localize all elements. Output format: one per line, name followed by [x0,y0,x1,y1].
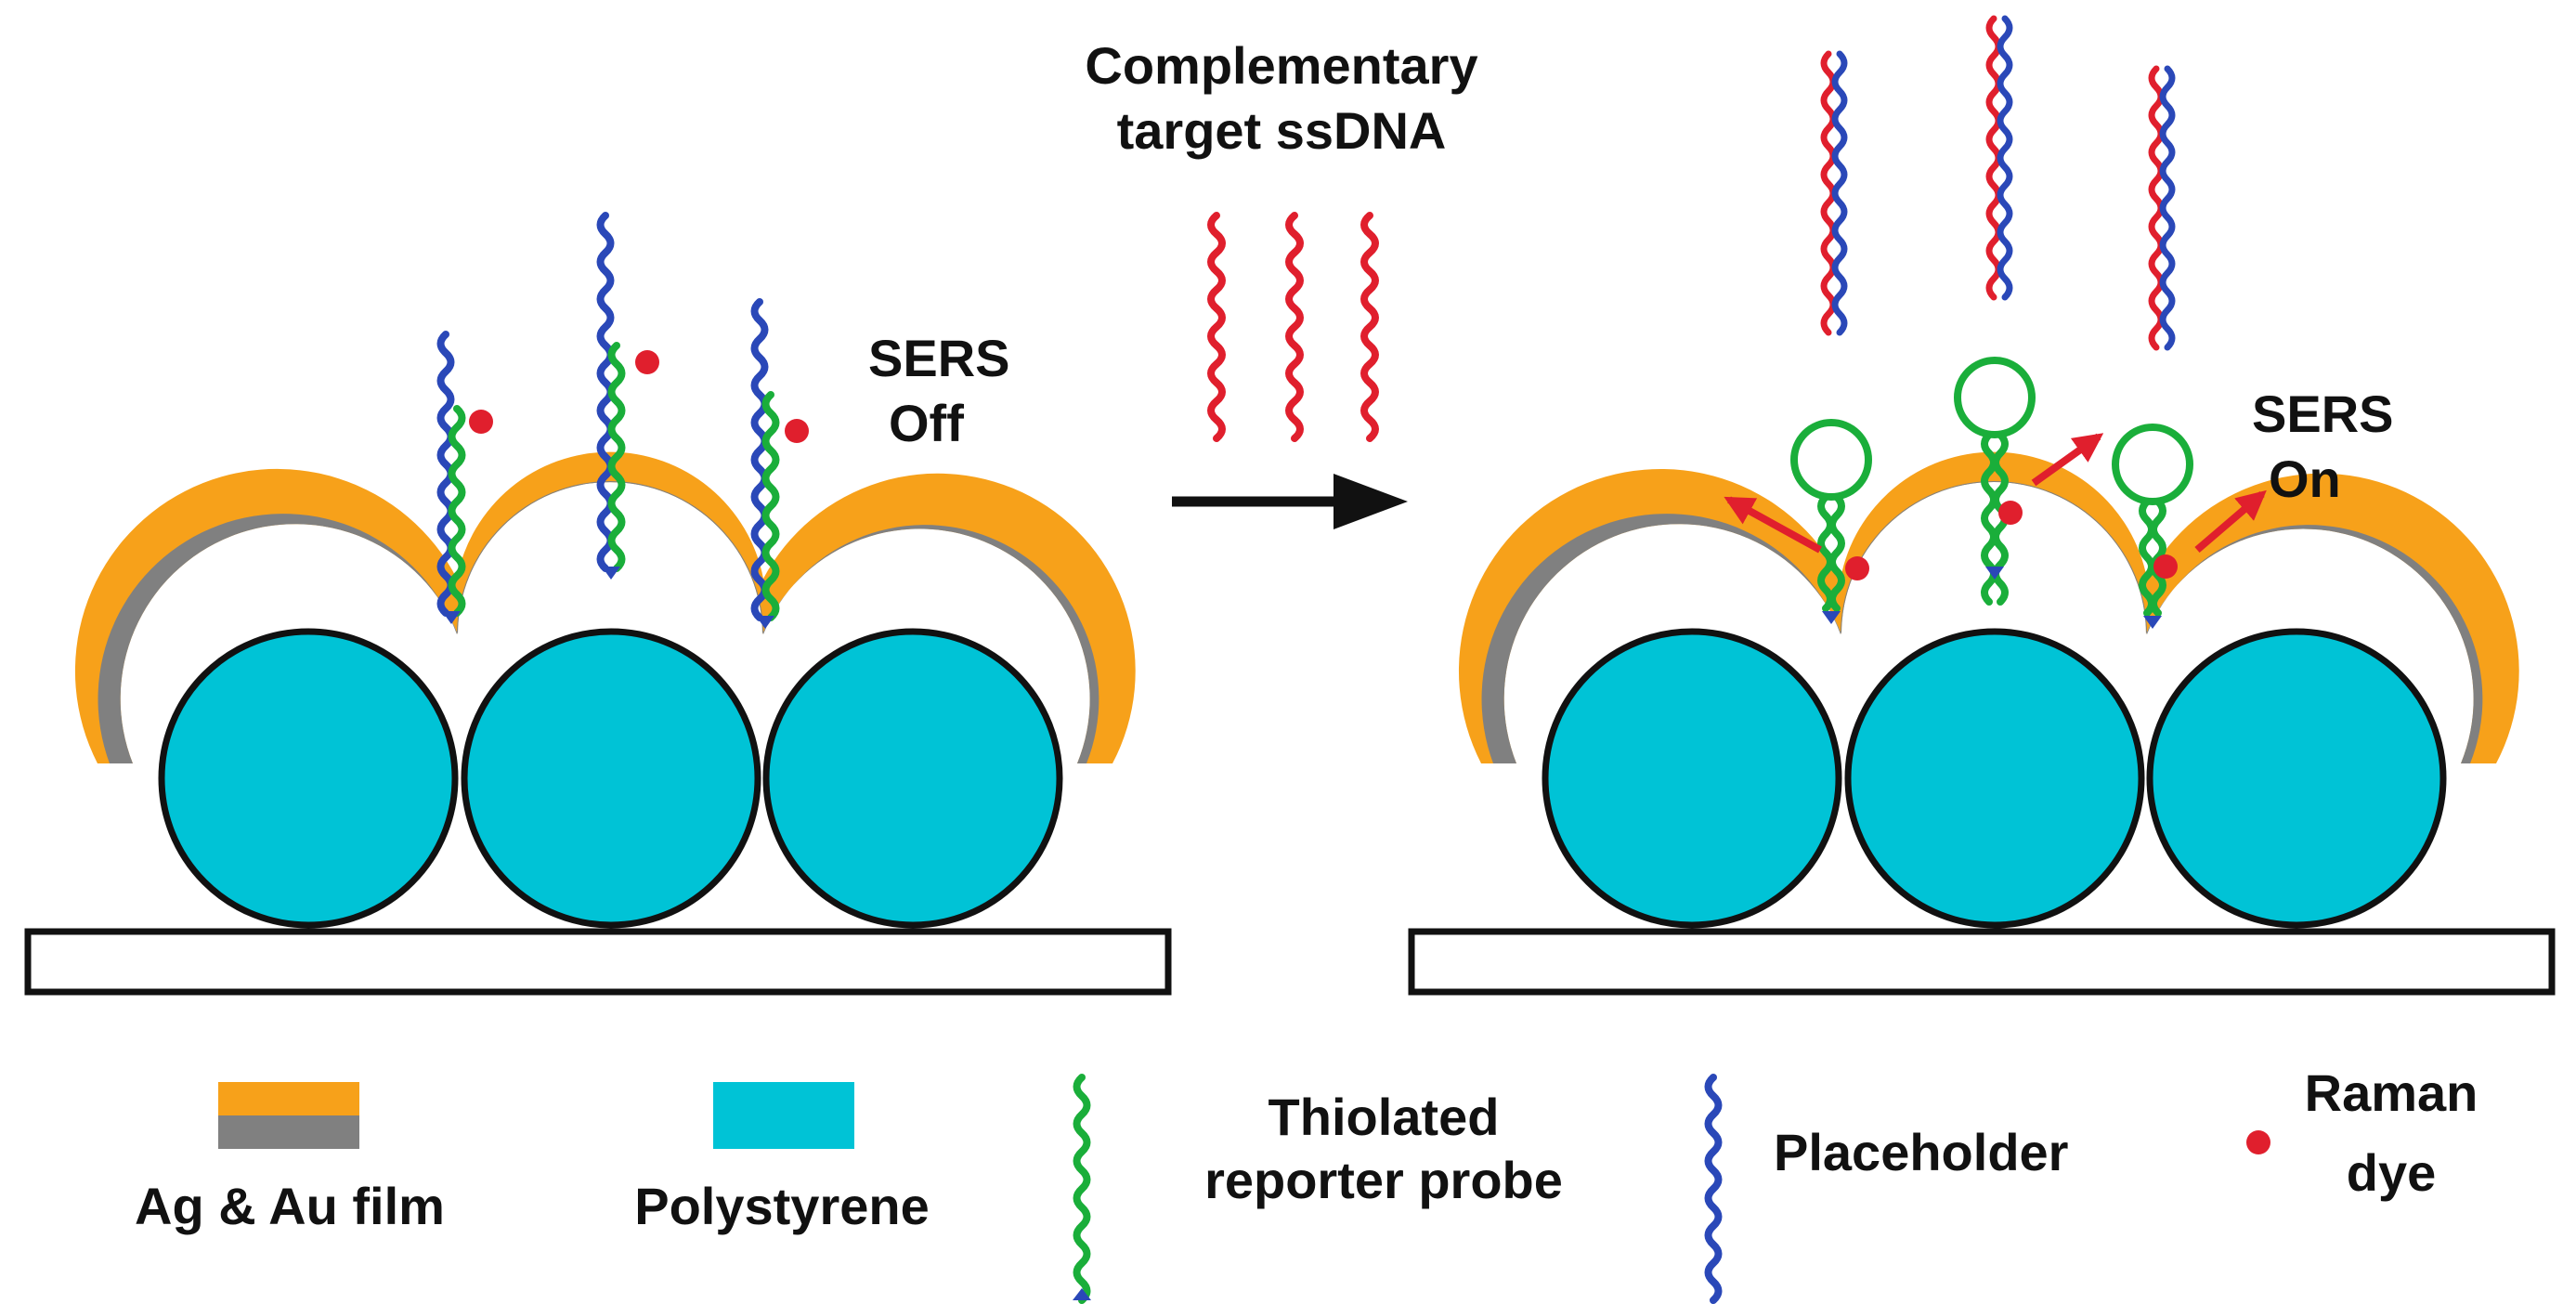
target-strand [1360,212,1379,442]
legend-label-dye-line2: dye [2347,1143,2437,1202]
raman-dye [2153,554,2178,579]
target-ssdna-group: Complementary target ssDNA [1085,36,1478,442]
legend-swatch-gold [218,1082,359,1115]
legend-swatch-polystyrene [713,1082,854,1149]
raman-dye [1845,556,1869,580]
raman-dye [635,350,659,374]
legend-item-raman-dye: Raman dye [2246,1063,2478,1202]
sers-on-label-line2: On [2269,450,2341,508]
target-ssdna-label-line2: target ssDNA [1117,101,1447,160]
legend-label-film: Ag & Au film [135,1177,445,1235]
raman-dyes-right [1845,501,2178,580]
sers-emission-arrow [2031,433,2104,487]
duplex-placeholder-strand [1831,50,1848,336]
legend-label-reporter-line1: Thiolated [1268,1088,1500,1146]
legend-item-reporter: Thiolated reporter probe [1073,1074,1563,1304]
legend-label-polystyrene: Polystyrene [634,1177,930,1235]
thiol-anchors-right [1822,567,2162,629]
raman-dye [1998,501,2023,525]
sers-on-label-line1: SERS [2252,385,2394,443]
legend-label-reporter-line2: reporter probe [1204,1151,1563,1209]
polystyrene-beads-right [1542,628,2447,929]
placeholder-icon [1704,1074,1723,1304]
legend-item-polystyrene: Polystyrene [634,1082,930,1235]
raman-dye [785,419,809,443]
released-duplexes [1820,15,2176,351]
legend-item-film: Ag & Au film [135,1082,445,1235]
substrate-right [1408,928,2556,996]
legend-swatch-silver [218,1115,359,1149]
right-panel-sers-on: SERS On [1408,15,2556,996]
legend-label-dye-line1: Raman [2305,1063,2478,1122]
placeholder-strand [750,298,769,621]
raman-dye-icon [2246,1130,2270,1154]
hairpin-probe [1790,419,1872,612]
reporter-probe-icon [1073,1074,1091,1304]
thiol-anchor-icon [1073,1288,1091,1300]
left-panel-sers-off: SERS Off [24,212,1172,996]
polystyrene-beads-left [158,628,1063,929]
duplex-placeholder-strand [2159,65,2176,351]
substrate-left [24,928,1172,996]
reporter-probes-left [436,212,780,621]
legend-item-placeholder: Placeholder [1704,1074,2068,1304]
reporter-strand [761,391,780,621]
target-strand [1285,212,1304,442]
legend-label-placeholder: Placeholder [1774,1123,2068,1181]
reporter-strand [448,405,466,617]
sers-emission-arrows [1724,433,2267,554]
target-strand [1207,212,1226,442]
sers-emission-arrow [2194,489,2267,554]
target-ssdna-strands [1207,212,1379,442]
reporter-strand [607,342,626,572]
target-ssdna-label-line1: Complementary [1085,36,1477,95]
thiol-anchors-left [442,567,774,629]
process-arrow [1172,474,1408,529]
raman-dye [469,410,493,434]
sers-off-label-line1: SERS [868,329,1010,387]
legend: Ag & Au film Polystyrene Thiolated repor… [135,1063,2478,1304]
raman-dyes-left [469,350,809,443]
sers-emission-arrow [1724,496,1822,554]
sers-off-label-line2: Off [889,394,964,452]
duplex-placeholder-strand [1997,15,2013,301]
